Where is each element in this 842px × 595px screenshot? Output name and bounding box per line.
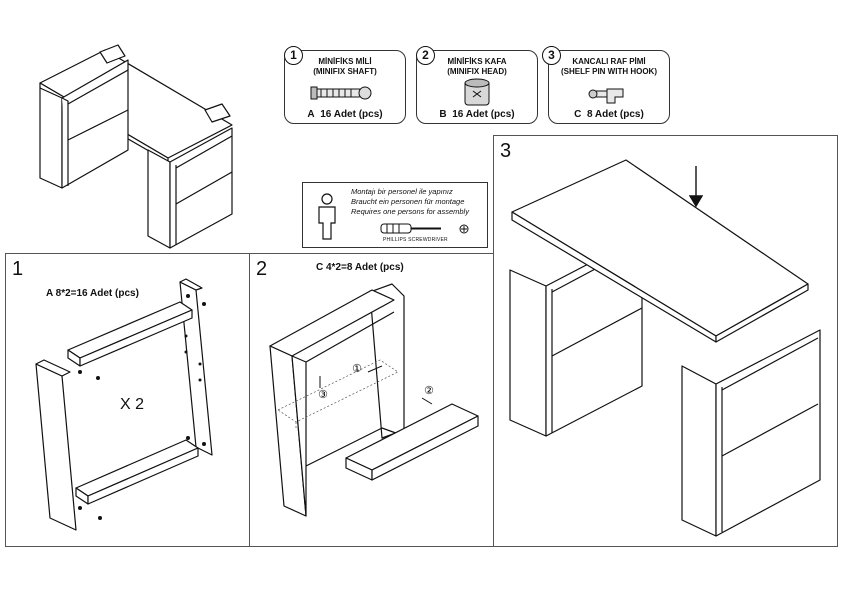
part-card-minifix-head: MİNİFİKS KAFA (MINIFIX HEAD) B 16 Adet (… xyxy=(416,50,538,124)
screwdriver-icon xyxy=(380,223,441,234)
step-number: 2 xyxy=(256,258,268,280)
tool-label: PHILLIPS SCREWDRIVER xyxy=(383,237,448,243)
part-card-minifix-shaft: MİNİFİKS MİLİ (MINIFIX SHAFT) A 16 Adet … xyxy=(284,50,406,124)
step-part-label: A 8*2=16 Adet (pcs) xyxy=(46,288,139,299)
assembly-note-text: Montajı bir personel ile yapınız Braucht… xyxy=(351,187,469,217)
part-letter: B xyxy=(439,109,447,120)
part-quantity: 8 Adet (pcs) xyxy=(586,109,644,120)
part-letter: C xyxy=(574,109,582,120)
shelf-pin-icon xyxy=(588,88,624,104)
part-letter: A xyxy=(307,109,315,120)
part-title-tr: KANCALI RAF PİMİ xyxy=(572,57,646,66)
step-panel-2 xyxy=(249,253,494,547)
step-part-label: C 4*2=8 Adet (pcs) xyxy=(316,262,404,273)
part-number-badge: 1 xyxy=(284,46,303,65)
part-qty-c: C 8 Adet (pcs) xyxy=(549,109,669,120)
part-title-tr: MİNİFİKS KAFA xyxy=(447,57,507,66)
part-card-shelf-pin: KANCALI RAF PİMİ (SHELF PIN WITH HOOK) C… xyxy=(548,50,670,124)
phillips-head-icon xyxy=(459,224,469,234)
part-title-tr: MİNİFİKS MİLİ xyxy=(318,57,372,66)
multiplier-label: X 2 xyxy=(120,396,145,413)
part-title-en: (SHELF PIN WITH HOOK) xyxy=(561,67,657,76)
note-line-de: Braucht ein personen für montage xyxy=(351,197,465,206)
part-title-en: (MINIFIX HEAD) xyxy=(447,67,507,76)
assembly-note-box: Montajı bir personel ile yapınız Braucht… xyxy=(302,182,488,248)
minifix-head-icon xyxy=(464,78,490,106)
note-line-tr: Montajı bir personel ile yapınız xyxy=(351,187,453,196)
part-qty-b: B 16 Adet (pcs) xyxy=(417,109,537,120)
part-qty-a: A 16 Adet (pcs) xyxy=(285,109,405,120)
step-number: 3 xyxy=(500,140,512,162)
part-number-badge: 2 xyxy=(416,46,435,65)
part-title-en: (MINIFIX SHAFT) xyxy=(313,67,377,76)
person-icon xyxy=(318,193,336,240)
step-number: 1 xyxy=(12,258,24,280)
note-line-en: Requires one persons for assembly xyxy=(351,207,469,216)
minifix-shaft-icon xyxy=(310,86,372,100)
part-quantity: 16 Adet (pcs) xyxy=(320,109,383,120)
part-number-badge: 3 xyxy=(542,46,561,65)
part-quantity: 16 Adet (pcs) xyxy=(452,109,515,120)
step-panel-3 xyxy=(493,135,838,547)
